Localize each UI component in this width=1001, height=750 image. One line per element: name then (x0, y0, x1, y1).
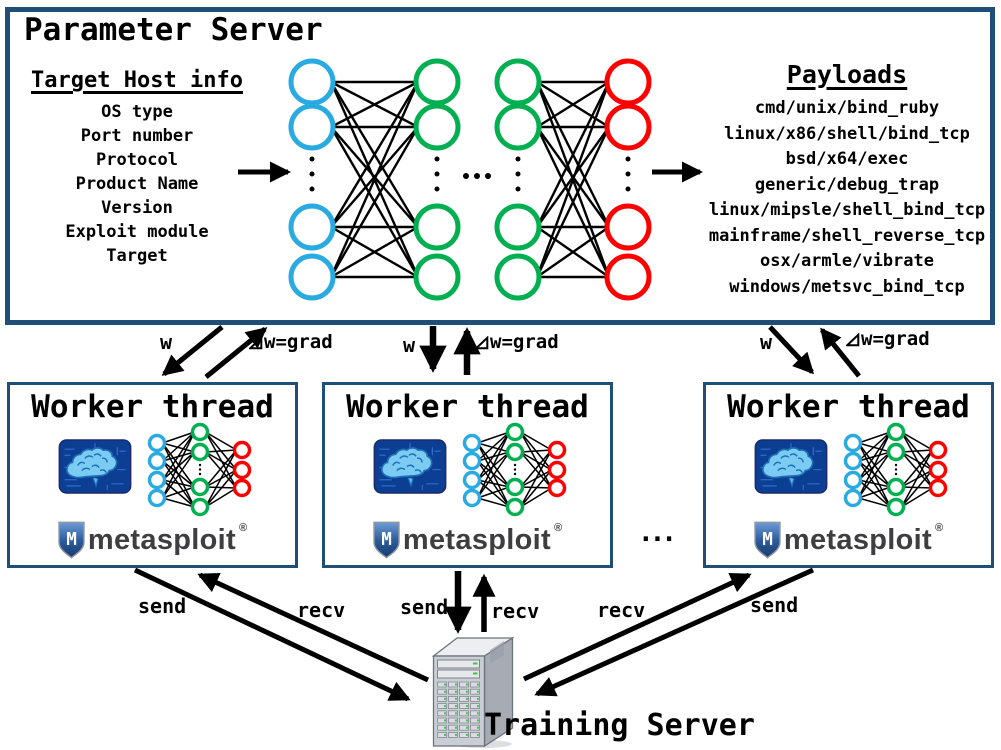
edge-label-recv-middle: recv (491, 599, 540, 623)
flow-arrow (133, 567, 411, 702)
payloads-list: cmd/unix/bind_ruby linux/x86/shell/bind_t… (702, 96, 992, 300)
payload-item: bsd/x64/exec (785, 149, 909, 169)
flow-arrow (522, 572, 752, 682)
payloads-heading: Payloads (786, 60, 908, 89)
training-server-icon (432, 636, 514, 748)
payload-item: osx/armle/vibrate (760, 251, 934, 271)
delta-triangle-icon (475, 336, 489, 350)
target-host-info-item: Port number (80, 126, 194, 146)
target-host-info-item: Product Name (75, 174, 199, 194)
edge-label-grad-middle: w=grad (475, 331, 559, 353)
metasploit-logo: M metasploit ® (10, 521, 295, 559)
worker-thread-title: Worker thread (31, 389, 274, 425)
target-host-info-item: OS type (101, 102, 173, 122)
registered-trademark-symbol: ® (238, 522, 248, 534)
metasploit-wordmark: metasploit (783, 524, 932, 556)
edge-label-grad-right: w=grad (846, 328, 930, 350)
training-server-label: Training Server (484, 708, 755, 743)
edge-label-recv-left: recv (297, 598, 346, 622)
edge-label-w-middle: w (403, 333, 416, 357)
registered-trademark-symbol: ® (553, 522, 563, 534)
flow-arrow (161, 325, 224, 376)
workers-continuation-ellipsis: ... (638, 518, 677, 548)
payload-item: generic/debug_trap (754, 174, 940, 195)
flow-arrow (768, 325, 815, 375)
metasploit-wordmark: metasploit (402, 524, 551, 556)
edge-label-send-middle: send (400, 595, 449, 619)
metasploit-shield-icon: M (58, 521, 85, 559)
flow-arrow (534, 567, 815, 697)
metasploit-logo: M metasploit ® (325, 521, 610, 559)
target-host-info-heading: Target Host info (31, 68, 243, 93)
edge-label-grad-left: w=grad (249, 331, 333, 353)
server-drive-bays (437, 681, 480, 738)
payload-item: linux/mipsle/shell_bind_tcp (708, 200, 986, 220)
payloads-block: Payloads cmd/unix/bind_ruby linux/x86/she… (702, 60, 992, 300)
payload-item: linux/x86/shell/bind_tcp (724, 123, 970, 144)
parameter-server-box: Parameter Server Target Host info OS typ… (5, 7, 995, 325)
worker-thread-title: Worker thread (346, 389, 589, 425)
target-host-info-item: Target (106, 246, 168, 266)
target-host-info-item: Exploit module (65, 222, 209, 242)
parameter-server-title: Parameter Server (24, 12, 323, 48)
payload-item: windows/metsvc_bind_tcp (729, 276, 965, 297)
delta-triangle-icon (846, 333, 860, 347)
delta-triangle-icon (249, 336, 263, 350)
metasploit-shield-letter: M (66, 530, 77, 550)
metasploit-shield-icon: M (373, 521, 400, 559)
edge-label-w-right: w (760, 330, 773, 354)
metasploit-shield-letter: M (762, 530, 773, 550)
edge-label-send-right: send (750, 593, 799, 617)
worker-thread-box-2: Worker thread M metasploit ® (322, 382, 613, 568)
payload-item: mainframe/shell_reverse_tcp (708, 225, 986, 246)
brain-chip-icon (58, 439, 132, 494)
brain-chip-icon (373, 439, 447, 494)
worker-thread-box-1: Worker thread M metasploit ® (7, 382, 298, 568)
worker-thread-box-3: Worker thread M metasploit ® (703, 382, 994, 568)
metasploit-wordmark: metasploit (87, 524, 236, 556)
edge-label-send-left: send (138, 594, 187, 618)
target-host-info-item: Protocol (96, 150, 178, 170)
registered-trademark-symbol: ® (934, 522, 944, 534)
flow-arrow (197, 572, 430, 683)
metasploit-shield-letter: M (381, 530, 392, 550)
payload-item: cmd/unix/bind_ruby (754, 98, 940, 118)
edge-label-w-left: w (160, 330, 173, 354)
metasploit-shield-icon: M (754, 521, 781, 559)
worker-thread-title: Worker thread (727, 389, 970, 425)
brain-chip-icon (754, 439, 828, 494)
edge-label-recv-right: recv (597, 598, 646, 622)
metasploit-logo: M metasploit ® (706, 521, 991, 559)
target-host-info-item: Version (101, 198, 173, 218)
